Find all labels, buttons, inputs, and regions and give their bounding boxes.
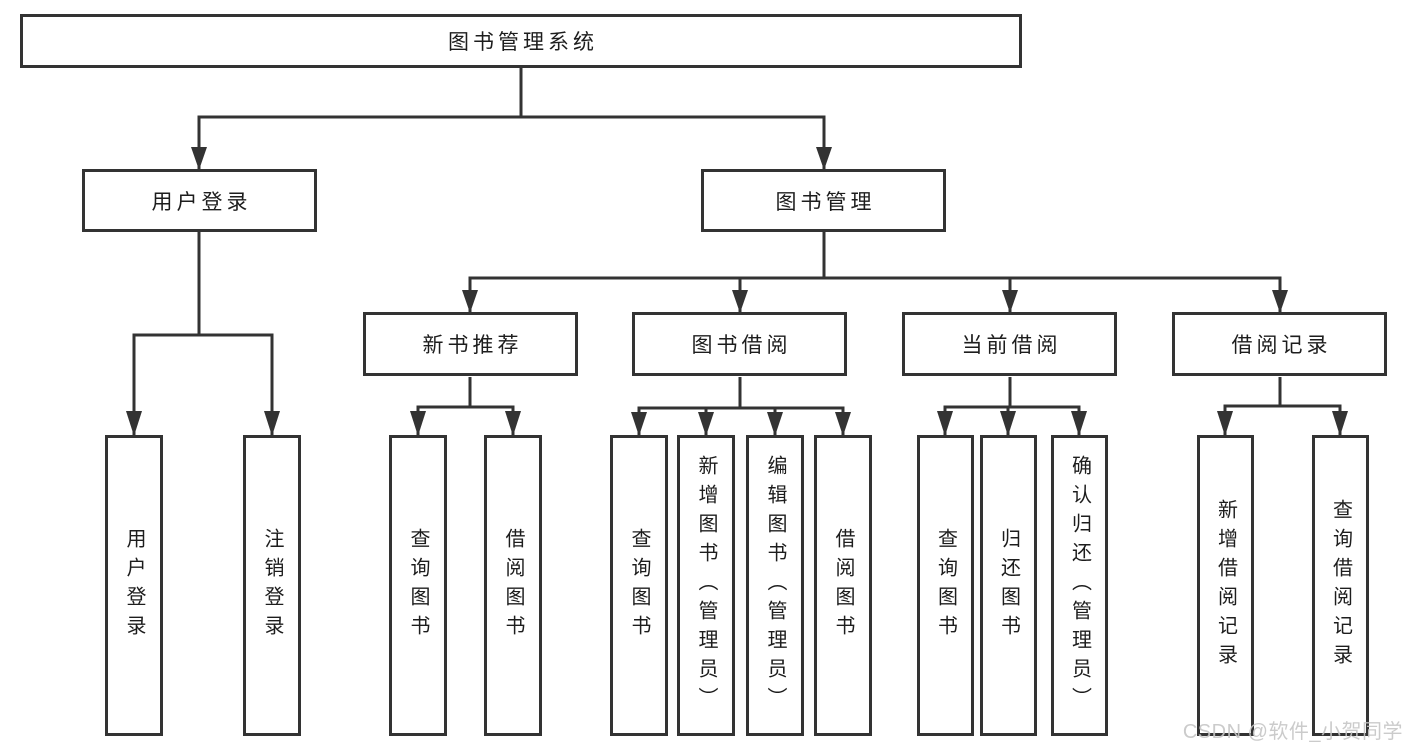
- leaf-add-books-admin: 新增图书（管理员）: [677, 435, 735, 736]
- leaf-return-books: 归还图书: [980, 435, 1037, 736]
- node-new-book-recommend: 新书推荐: [363, 312, 578, 376]
- leaf-borrow-query-books: 查询图书: [610, 435, 668, 736]
- leaf-newbook-borrow-books: 借阅图书: [484, 435, 542, 736]
- connector-current-borrow-children: [937, 377, 1087, 436]
- node-current-borrow: 当前借阅: [902, 312, 1117, 376]
- connector-user-login-children: [126, 232, 280, 436]
- leaf-query-borrow-record: 查询借阅记录: [1312, 435, 1369, 736]
- connector-book-management-children: [462, 232, 1288, 313]
- leaf-newbook-query-books: 查询图书: [389, 435, 447, 736]
- connector-borrow-record-children: [1217, 377, 1348, 436]
- connector-new-book-children: [410, 377, 521, 436]
- node-borrow-records: 借阅记录: [1172, 312, 1387, 376]
- connector-root-to-level2: [191, 68, 832, 170]
- leaf-user-login: 用户登录: [105, 435, 163, 736]
- node-root: 图书管理系统: [20, 14, 1022, 68]
- node-user-login: 用户登录: [82, 169, 317, 232]
- connector-book-borrow-children: [631, 377, 851, 436]
- csdn-watermark: CSDN @软件_小贺同学: [1182, 721, 1403, 743]
- leaf-add-borrow-record: 新增借阅记录: [1197, 435, 1254, 736]
- node-book-management: 图书管理: [701, 169, 946, 232]
- leaf-borrow-books: 借阅图书: [814, 435, 872, 736]
- leaf-current-query-books: 查询图书: [917, 435, 974, 736]
- leaf-edit-books-admin: 编辑图书（管理员）: [746, 435, 804, 736]
- node-book-borrow: 图书借阅: [632, 312, 847, 376]
- leaf-logout: 注销登录: [243, 435, 301, 736]
- leaf-confirm-return-admin: 确认归还（管理员）: [1051, 435, 1108, 736]
